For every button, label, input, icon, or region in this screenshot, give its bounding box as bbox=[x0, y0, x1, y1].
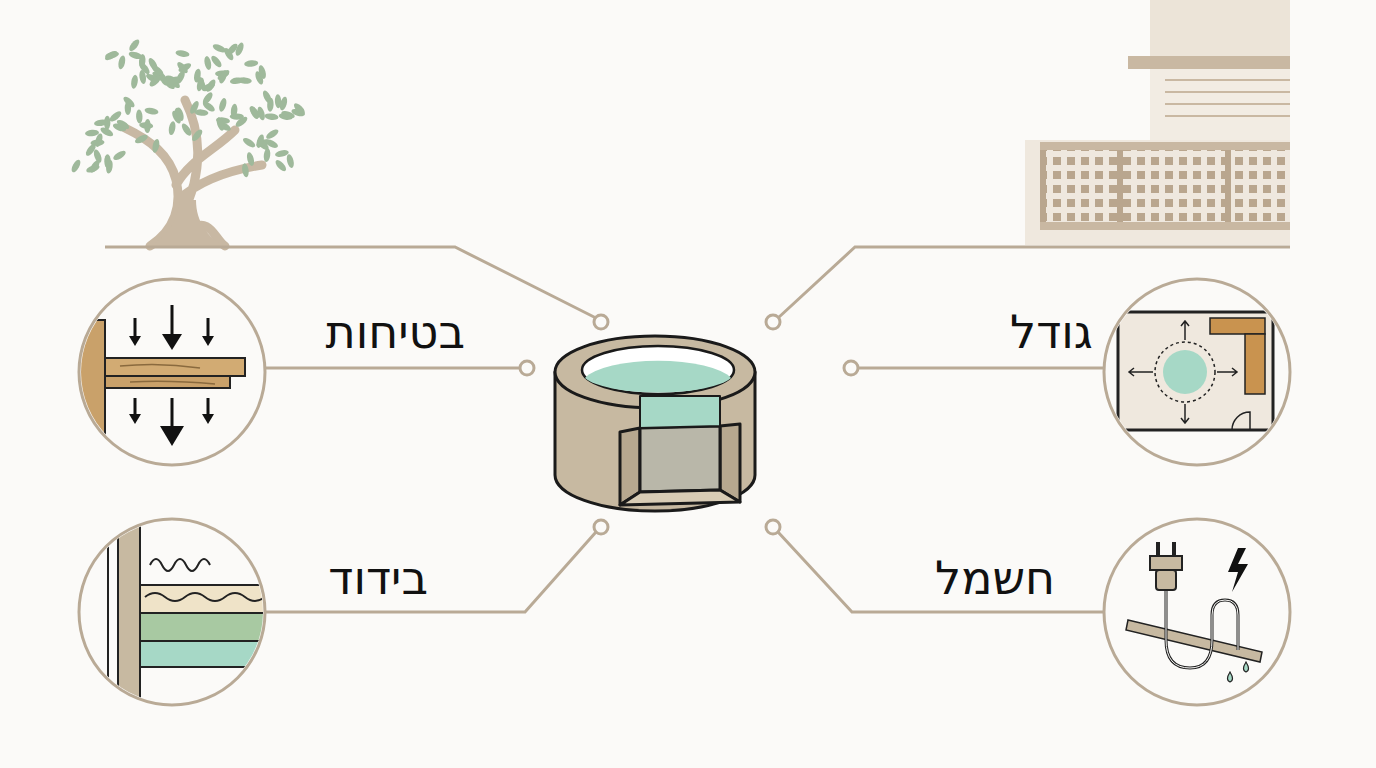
leaf bbox=[209, 54, 223, 69]
leaf bbox=[218, 97, 228, 112]
leaf bbox=[203, 56, 212, 71]
leaf bbox=[134, 133, 149, 145]
leaf bbox=[105, 50, 120, 60]
category-label: בטיחות bbox=[325, 307, 465, 358]
leaf bbox=[265, 128, 280, 141]
category-label: גודל bbox=[1010, 307, 1093, 358]
leaf bbox=[204, 78, 217, 93]
leaf bbox=[257, 64, 267, 79]
leaf bbox=[85, 163, 100, 174]
category-label: חשמל bbox=[935, 553, 1055, 604]
leaf bbox=[168, 121, 177, 136]
leaf bbox=[274, 158, 288, 173]
leaf bbox=[139, 122, 154, 130]
leaf bbox=[148, 74, 163, 88]
leaf bbox=[151, 138, 160, 153]
leaf bbox=[144, 107, 159, 116]
leaf bbox=[238, 77, 252, 84]
leaf bbox=[242, 136, 257, 149]
leaf bbox=[256, 106, 266, 121]
leaf bbox=[127, 38, 141, 53]
olive-tree bbox=[70, 38, 307, 246]
leaf bbox=[122, 95, 137, 109]
leaf bbox=[267, 97, 274, 111]
leaf bbox=[195, 77, 205, 92]
leaf bbox=[175, 107, 185, 122]
leaf bbox=[278, 96, 288, 111]
leaf bbox=[241, 163, 250, 178]
safety-icon bbox=[75, 305, 245, 446]
leaf bbox=[147, 57, 160, 72]
leaf bbox=[215, 116, 226, 131]
leaf bbox=[99, 126, 114, 138]
insulation-icon bbox=[108, 515, 270, 715]
leaf bbox=[112, 149, 127, 162]
leaf bbox=[128, 50, 143, 60]
hot-tub bbox=[555, 336, 755, 511]
leaf bbox=[263, 148, 271, 163]
leaf bbox=[70, 158, 82, 173]
leaf bbox=[246, 152, 256, 167]
leaf bbox=[94, 119, 109, 127]
leaf bbox=[234, 42, 245, 57]
leaf bbox=[166, 75, 181, 87]
size-icon bbox=[1118, 312, 1273, 430]
leaf bbox=[255, 134, 265, 149]
leaf bbox=[218, 69, 229, 84]
leaf bbox=[188, 100, 200, 115]
leaf bbox=[117, 55, 126, 70]
leaf bbox=[130, 74, 139, 89]
leaf bbox=[244, 60, 259, 68]
electricity-icon bbox=[1126, 542, 1262, 682]
leaf bbox=[115, 118, 130, 131]
leaf bbox=[92, 148, 103, 163]
leaf bbox=[85, 129, 100, 137]
leaf bbox=[264, 113, 279, 121]
leaf bbox=[230, 113, 244, 119]
leaf bbox=[292, 102, 306, 116]
leaf bbox=[280, 110, 295, 120]
leaf bbox=[190, 128, 204, 143]
building bbox=[1025, 0, 1290, 245]
leaf bbox=[136, 109, 143, 123]
leaf bbox=[104, 154, 110, 168]
leaf bbox=[175, 60, 189, 75]
leaf bbox=[222, 46, 235, 61]
leaf bbox=[138, 70, 147, 85]
leaf bbox=[175, 49, 190, 58]
category-label: בידוד bbox=[328, 553, 428, 604]
leaf bbox=[286, 154, 296, 169]
leaf bbox=[180, 122, 193, 137]
leaf bbox=[104, 49, 119, 62]
